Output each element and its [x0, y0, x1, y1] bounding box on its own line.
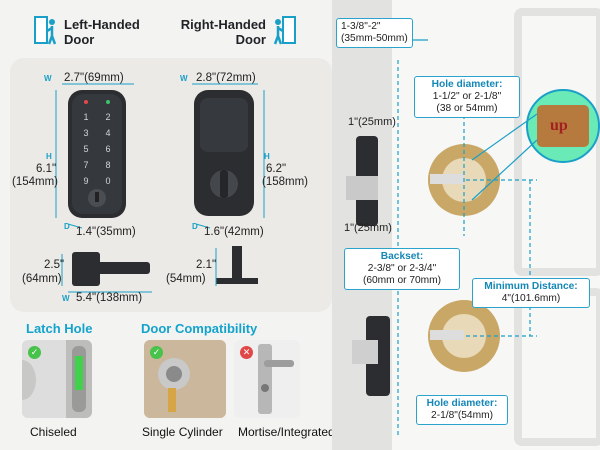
left-handed-door-icon	[32, 14, 58, 46]
hole-diameter-1-callout: Hole diameter: 1-1/2" or 2-1/8" (38 or 5…	[414, 76, 520, 118]
front-height-in: 6.1"	[36, 163, 57, 175]
svg-text:0: 0	[105, 176, 110, 186]
svg-text:9: 9	[83, 176, 88, 186]
svg-text:7: 7	[83, 160, 88, 170]
svg-text:2: 2	[105, 112, 110, 122]
lever-depth-in: 2.1"	[196, 259, 217, 271]
back-width-axis: W	[180, 74, 188, 83]
front-depth-value: 1.4"(35mm)	[76, 226, 136, 238]
single-cylinder-caption: Single Cylinder	[142, 425, 223, 439]
back-height-in: 6.2"	[266, 163, 287, 175]
latch-hole-title: Latch Hole	[26, 321, 93, 336]
lever-side-image	[216, 246, 258, 286]
svg-text:6: 6	[105, 144, 110, 154]
lever-width-axis: W	[62, 294, 70, 303]
back-depth-value: 1.6"(42mm)	[204, 226, 264, 238]
lever-height-mm: (64mm)	[22, 273, 62, 285]
lever-depth-mm: (54mm)	[166, 273, 206, 285]
latch-width-label: 1"(25mm)	[344, 222, 392, 234]
latch-height-label: 1"(25mm)	[348, 116, 396, 128]
dimensions-panel	[10, 58, 332, 312]
lever-height-in: 2.5"	[44, 259, 65, 271]
door-compat-title: Door Compatibility	[141, 321, 258, 336]
door-panels	[332, 0, 600, 450]
front-height-axis: H	[46, 152, 52, 161]
minimum-distance-callout: Minimum Distance: 4"(101.6mm)	[472, 278, 590, 308]
lever-handle-image	[66, 252, 150, 286]
svg-text:3: 3	[83, 128, 88, 138]
latch-hole-caption: Chiseled	[30, 425, 77, 439]
svg-text:5: 5	[83, 144, 88, 154]
backset-callout: Backset: 2-3/8" or 2-3/4" (60mm or 70mm)	[344, 248, 460, 290]
up-label: up	[550, 117, 568, 134]
front-width-value: 2.7"(69mm)	[64, 72, 124, 84]
dimension-lines	[55, 83, 265, 293]
door-thickness-callout: 1-3/8"-2" (35mm-50mm)	[336, 18, 413, 48]
interior-lock-image	[192, 88, 256, 218]
back-height-mm: (158mm)	[262, 176, 309, 188]
keypad-front-image: 1 2 3 4 5 6 7 8 9 0	[62, 88, 132, 220]
svg-text:1: 1	[83, 112, 88, 122]
front-height-mm: (154mm)	[12, 176, 59, 188]
check-icon: ✓	[28, 346, 41, 359]
front-width-axis: W	[44, 74, 52, 83]
back-depth-axis: D	[192, 222, 198, 231]
lever-width-value: 5.4"(138mm)	[76, 292, 143, 304]
svg-text:8: 8	[105, 160, 110, 170]
mortise-caption: Mortise/Integrated	[238, 425, 335, 439]
hole-diameter-2-callout: Hole diameter: 2-1/8"(54mm)	[416, 395, 508, 425]
right-handed-door-icon	[272, 14, 298, 46]
front-depth-axis: D	[64, 222, 70, 231]
check-icon-single-cylinder: ✓	[150, 346, 163, 359]
back-height-axis: H	[264, 152, 270, 161]
back-width-value: 2.8"(72mm)	[196, 72, 256, 84]
cross-icon: ✕	[240, 346, 253, 359]
svg-text:4: 4	[105, 128, 110, 138]
